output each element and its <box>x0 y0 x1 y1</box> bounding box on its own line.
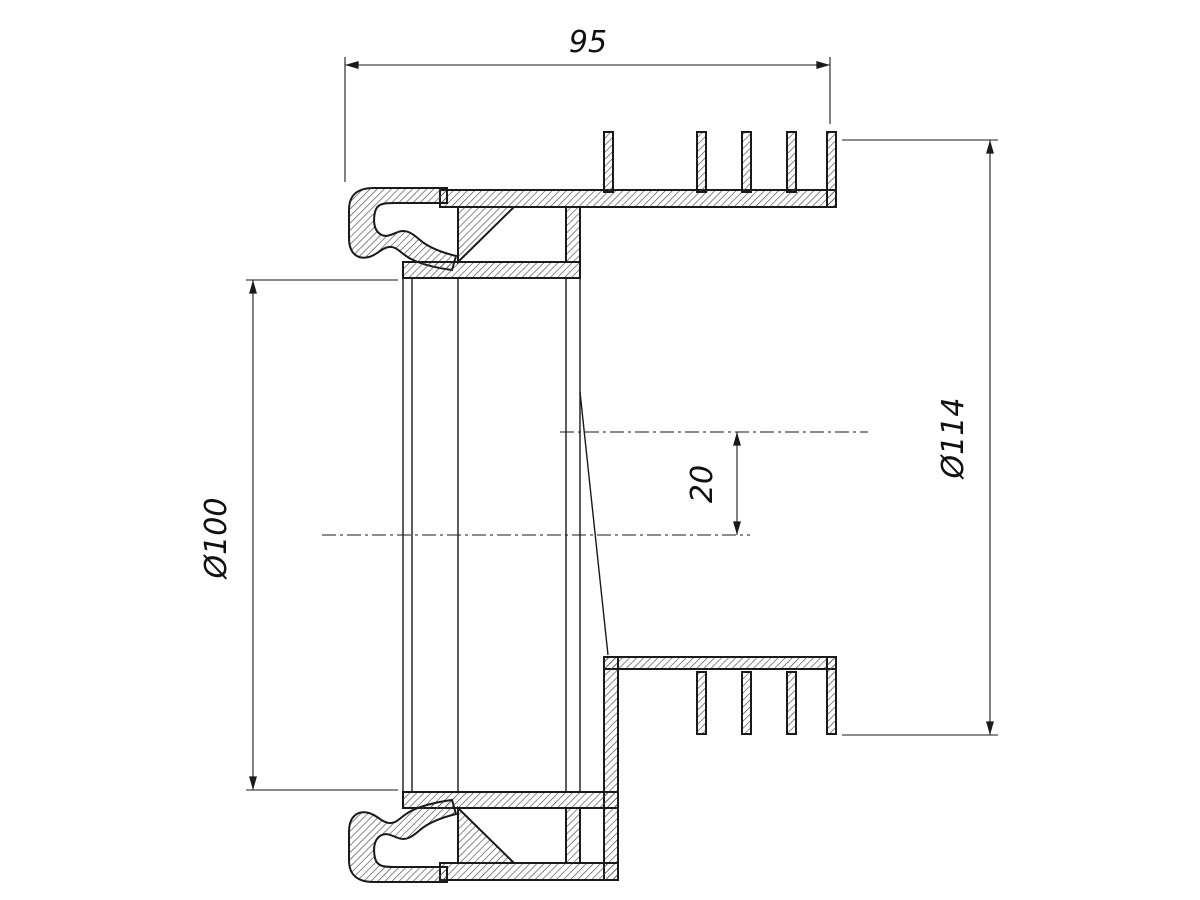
end-ring-top <box>826 131 837 208</box>
rib-bottom <box>565 807 581 864</box>
dimension-offset-20: 20 <box>685 432 741 535</box>
fin-top <box>603 131 614 193</box>
gusset-top <box>457 206 517 265</box>
top-inner-wall <box>402 261 581 279</box>
top-outer-wall <box>439 189 837 208</box>
fin-top <box>786 131 797 193</box>
dimension-diameter-100: Ø100 <box>199 279 398 791</box>
gusset-bottom <box>457 805 517 864</box>
dimension-width-95: 95 <box>344 25 831 182</box>
part-section <box>348 131 837 883</box>
dimension-label-outer-diameter: Ø114 <box>936 398 971 481</box>
centerlines <box>322 431 868 536</box>
seal-profile-top <box>348 187 458 272</box>
offset-transition-edge <box>579 391 609 656</box>
dimension-label-width: 95 <box>569 25 607 60</box>
bottom-inner-wall <box>402 791 619 809</box>
bottom-outer-wall <box>439 862 619 881</box>
fin-top <box>741 131 752 193</box>
dimension-diameter-114: Ø114 <box>842 139 998 736</box>
spigot-bottom-wall <box>603 656 837 670</box>
fin-bottom <box>696 671 707 735</box>
seal-profile-bottom <box>348 798 458 883</box>
fin-bottom <box>786 671 797 735</box>
dimension-label-inner-diameter: Ø100 <box>199 498 234 581</box>
fin-top <box>696 131 707 193</box>
dimension-label-offset: 20 <box>685 465 720 503</box>
connector-wall <box>603 656 619 881</box>
end-ring-bottom <box>826 656 837 735</box>
fin-bottom <box>741 671 752 735</box>
rib-top <box>565 206 581 263</box>
